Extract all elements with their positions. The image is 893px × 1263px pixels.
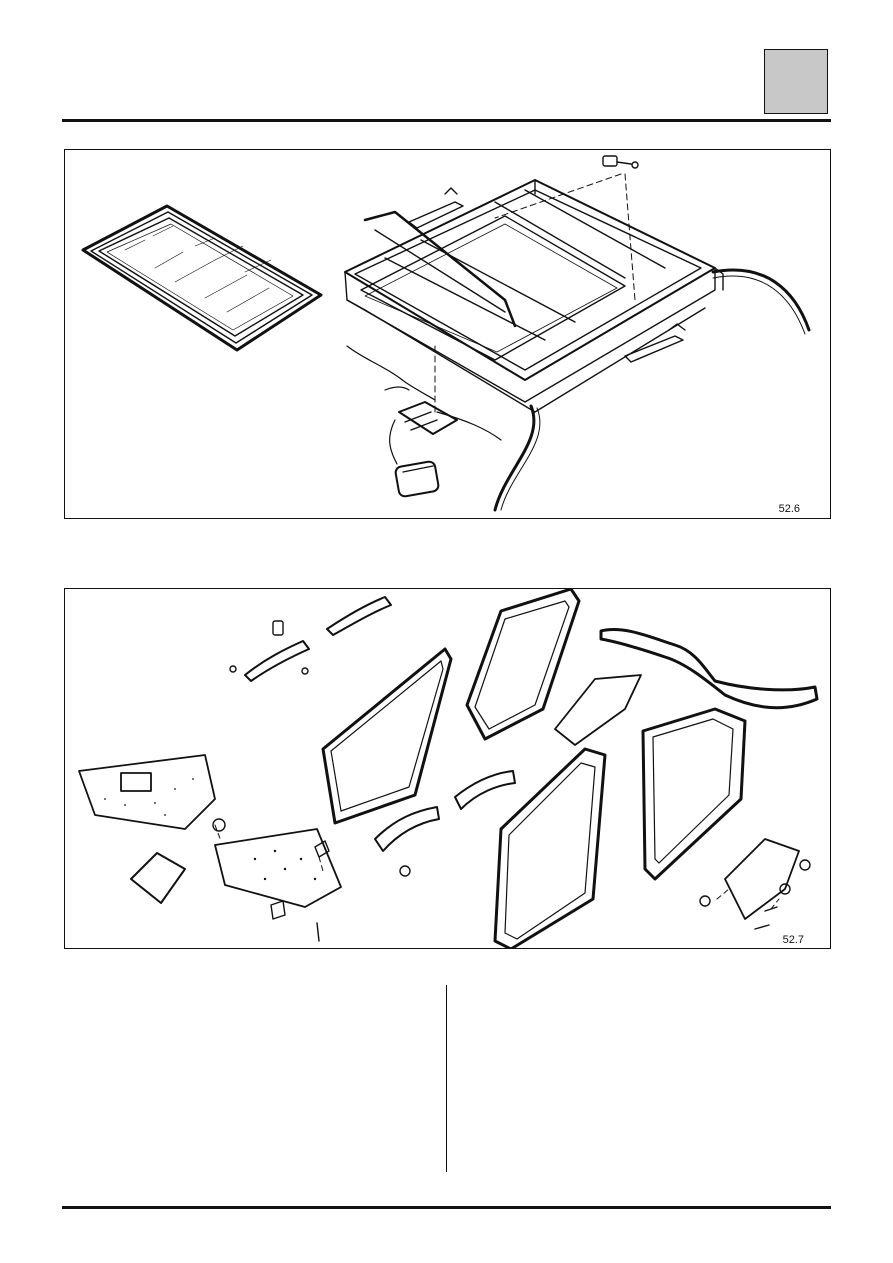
fastener-drawing xyxy=(602,155,639,169)
figure-number: 52.7 xyxy=(782,934,804,946)
section-index-tab xyxy=(764,49,828,114)
sunroof-exploded-drawing xyxy=(81,155,811,512)
sun-visor-drawing xyxy=(78,754,342,908)
column-divider xyxy=(446,985,447,1172)
wiring-harness-drawing xyxy=(346,345,502,465)
figure-sunroof-assembly: 52.6 xyxy=(64,149,831,519)
fastener-drawing xyxy=(699,859,811,930)
glass-panel-drawing xyxy=(81,204,323,352)
door-seal-drawing xyxy=(321,589,819,948)
sunroof-motor-drawing xyxy=(394,401,458,498)
header-rule xyxy=(62,119,831,122)
interior-trim-exploded-drawing xyxy=(78,589,819,948)
figure-interior-trim-parts: 52.7 xyxy=(64,588,831,949)
roof-frame-drawing xyxy=(344,179,724,413)
pillar-bracket-drawing xyxy=(554,674,800,920)
visor-texture xyxy=(104,778,317,881)
drain-hose-drawing xyxy=(493,268,811,512)
footer-rule xyxy=(62,1206,831,1209)
visor-mount-drawing xyxy=(130,818,330,942)
grab-handle-drawing xyxy=(244,596,516,852)
figure-number: 52.6 xyxy=(778,503,800,515)
frame-bracket-drawing xyxy=(408,187,686,363)
handle-clip-drawing xyxy=(229,620,411,877)
